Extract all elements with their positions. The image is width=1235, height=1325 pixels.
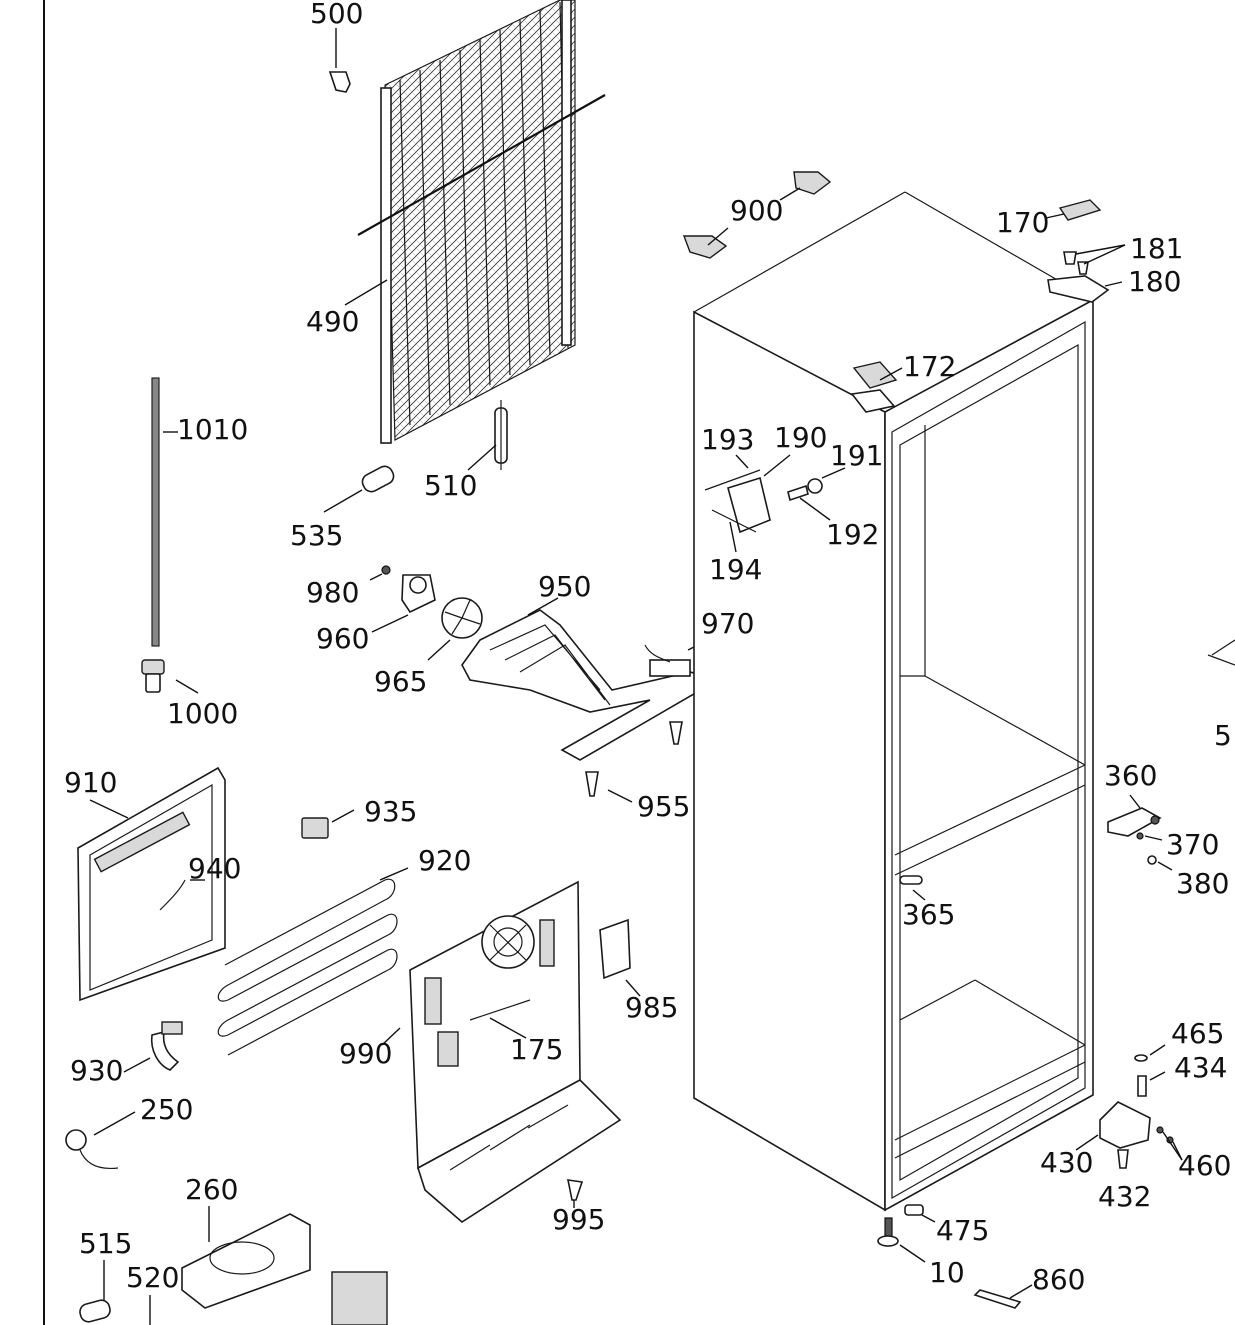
label-460: 460 bbox=[1178, 1149, 1232, 1182]
label-192: 192 bbox=[826, 518, 880, 551]
cover-172 bbox=[850, 361, 903, 413]
top-hinge-180 bbox=[1045, 199, 1126, 303]
label-500: 500 bbox=[310, 0, 364, 30]
screw-955 bbox=[585, 721, 683, 803]
label-930: 930 bbox=[70, 1054, 124, 1087]
label-clipped-5: 5 bbox=[1214, 719, 1232, 752]
label-194: 194 bbox=[709, 553, 763, 586]
bulb-holder-1000 bbox=[141, 659, 199, 694]
drain-930 bbox=[123, 1021, 183, 1073]
label-380: 380 bbox=[1176, 867, 1230, 900]
cabinet-body bbox=[693, 191, 1094, 1212]
label-434: 434 bbox=[1174, 1051, 1228, 1084]
label-1010: 1010 bbox=[177, 413, 249, 446]
label-910: 910 bbox=[64, 766, 118, 799]
hinge-360 bbox=[1107, 794, 1173, 871]
tube-535 bbox=[323, 465, 395, 513]
label-970: 970 bbox=[701, 607, 755, 640]
bottom-parts-515-520 bbox=[79, 1260, 388, 1325]
fan-blade-965 bbox=[427, 597, 483, 661]
plug-250 bbox=[65, 1111, 136, 1170]
label-360: 360 bbox=[1104, 759, 1158, 792]
feet-and-wrench bbox=[877, 1204, 1033, 1309]
label-955: 955 bbox=[637, 790, 691, 823]
label-180: 180 bbox=[1128, 265, 1182, 298]
label-995: 995 bbox=[552, 1203, 606, 1236]
label-935: 935 bbox=[364, 795, 418, 828]
label-260: 260 bbox=[185, 1173, 239, 1206]
label-193: 193 bbox=[701, 423, 755, 456]
label-432: 432 bbox=[1098, 1180, 1152, 1213]
fan-motor-960 bbox=[369, 565, 436, 633]
label-860: 860 bbox=[1032, 1263, 1086, 1296]
label-465: 465 bbox=[1171, 1017, 1225, 1050]
label-940: 940 bbox=[188, 852, 242, 885]
label-490: 490 bbox=[306, 305, 360, 338]
label-950: 950 bbox=[538, 570, 592, 603]
label-191: 191 bbox=[830, 439, 884, 472]
label-365: 365 bbox=[902, 898, 956, 931]
pad-935 bbox=[301, 809, 355, 839]
label-535: 535 bbox=[290, 519, 344, 552]
bracket-190 bbox=[704, 454, 846, 553]
label-430: 430 bbox=[1040, 1146, 1094, 1179]
condenser-490 bbox=[357, 0, 606, 444]
screw-500 bbox=[328, 28, 351, 93]
label-980: 980 bbox=[306, 576, 360, 609]
cover-985 bbox=[599, 918, 641, 997]
heater-rod-1010 bbox=[151, 377, 178, 647]
label-510: 510 bbox=[424, 469, 478, 502]
label-475: 475 bbox=[936, 1214, 990, 1247]
label-190: 190 bbox=[774, 421, 828, 454]
fan-panel-990 bbox=[381, 880, 622, 1223]
label-172: 172 bbox=[903, 350, 957, 383]
label-170: 170 bbox=[996, 206, 1050, 239]
label-10: 10 bbox=[929, 1256, 965, 1289]
label-965: 965 bbox=[374, 665, 428, 698]
label-175: 175 bbox=[510, 1033, 564, 1066]
label-900: 900 bbox=[730, 194, 784, 227]
label-520: 520 bbox=[126, 1261, 180, 1294]
label-370: 370 bbox=[1166, 828, 1220, 861]
evaporator-coil-920 bbox=[217, 867, 409, 1056]
label-985: 985 bbox=[625, 991, 679, 1024]
drier-510 bbox=[467, 400, 508, 471]
air-duct-950 bbox=[461, 597, 721, 761]
compressor-base-260 bbox=[181, 1206, 311, 1309]
label-990: 990 bbox=[339, 1037, 393, 1070]
clipped-part-right-edge bbox=[1207, 639, 1235, 666]
bottom-hinge-430 bbox=[1075, 1044, 1183, 1169]
panel-910 bbox=[77, 766, 226, 1002]
label-515: 515 bbox=[79, 1227, 133, 1260]
label-920: 920 bbox=[418, 844, 472, 877]
label-1000: 1000 bbox=[167, 697, 239, 730]
hinge-cover-900 bbox=[682, 171, 832, 259]
label-181: 181 bbox=[1130, 232, 1184, 265]
label-250: 250 bbox=[140, 1093, 194, 1126]
label-960: 960 bbox=[316, 622, 370, 655]
